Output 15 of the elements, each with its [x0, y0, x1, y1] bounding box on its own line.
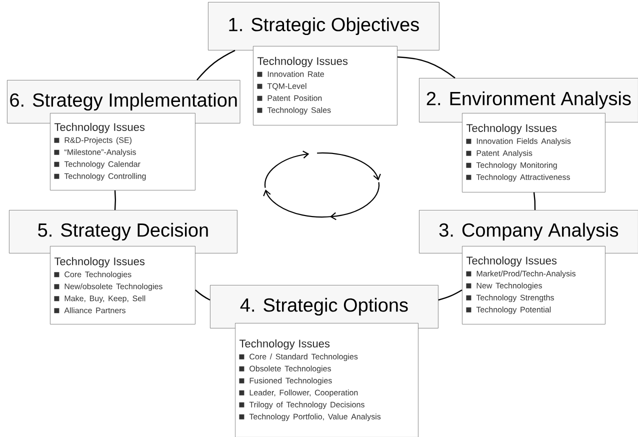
connector-line [438, 289, 462, 301]
issues-box: Technology Issues Innovation Fields Analysis Patent Analysis Technology Monitoring Technology Attractiveness [462, 113, 606, 192]
connector-line [397, 56, 456, 78]
connector-line [533, 192, 536, 210]
issues-box: Technology Issues Market/Prod/Techn-Analysis New Technologies Technology Strengths Technology Potential [462, 246, 606, 324]
issues-box: Technology Issues Core / Standard Technologies Obsolete Technologies Fusioned Technologies Leader, Follower, Cooperation Trilogy of Technology Decisions Technology Portfolio, Value Analysis [235, 323, 418, 437]
issues-box: Technology Issues Core Technologies New/obsolete Technologies Make, Buy, Keep, Sell Alliance Partners [50, 246, 196, 324]
issues-box: Technology Issues R&D-Projects (SE) “Milestone”-Analysis Technology Calendar Technology Controlling [50, 113, 196, 190]
stage-box: 5. Strategy Decision [9, 210, 238, 254]
issues-box: Technology Issues Innovation Rate TQM-Level Patent Position Technology Sales [253, 46, 398, 126]
connector-line [114, 190, 116, 210]
connector-line [195, 290, 210, 301]
stage-box: 1. Strategic Objectives [208, 2, 440, 50]
stage-box: 4. Strategic Options [210, 285, 438, 328]
connector-line [196, 50, 236, 80]
